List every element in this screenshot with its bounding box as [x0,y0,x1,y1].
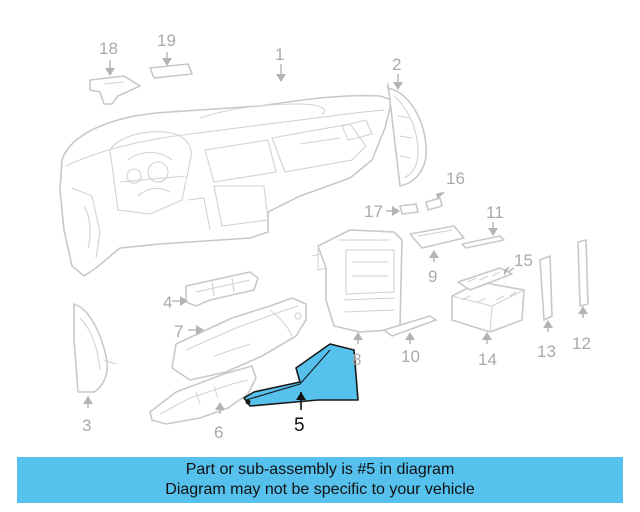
part-3-end-cover [73,303,117,393]
callout-15: 15 [514,251,533,270]
part-16-clip [425,197,443,211]
part-8-center-console [311,229,403,333]
callout-12: 12 [572,334,591,353]
part-14-storage-box [451,281,525,333]
part-1-instrument-panel [59,94,393,277]
part-9-tray [409,225,465,249]
part-15-insert-mat [457,267,513,291]
part-4-bracket [185,271,259,307]
callout-7: 7 [174,322,183,341]
callout-3: 3 [82,416,91,435]
callout-5: 5 [294,415,305,436]
part-5-highlighted-panel [243,343,359,407]
part-12-pillar-trim [577,239,589,307]
info-banner: Part or sub-assembly is #5 in diagram Di… [17,457,623,503]
callout-18: 18 [99,39,118,58]
callout-10: 10 [401,347,420,366]
part-6-glove-box [149,365,257,425]
callout-9: 9 [428,267,437,286]
banner-line-1: Part or sub-assembly is #5 in diagram [185,461,455,478]
callout-17: 17 [364,202,383,221]
callout-4: 4 [163,293,172,312]
banner-line-2: Diagram may not be specific to your vehi… [165,481,475,498]
part-19-pad [149,63,193,79]
parts-diagram: 1 2 3 4 7 6 [59,31,591,442]
callout-1: 1 [275,45,284,64]
callout-11: 11 [486,203,504,222]
callout-6: 6 [214,423,223,442]
part-10-trim-strip [383,315,437,337]
callout-16: 16 [446,169,465,188]
part-18-bracket [89,75,141,105]
callout-2: 2 [392,55,401,74]
part-7-lower-trim [171,297,307,381]
callout-8: 8 [352,350,361,369]
part-11-strip [461,235,505,249]
part-17-clip [399,203,419,215]
callout-14: 14 [478,350,497,369]
callout-13: 13 [537,342,556,361]
callout-19: 19 [157,31,176,50]
part-2-end-panel [387,83,427,187]
part-13-vertical-trim [539,255,553,321]
